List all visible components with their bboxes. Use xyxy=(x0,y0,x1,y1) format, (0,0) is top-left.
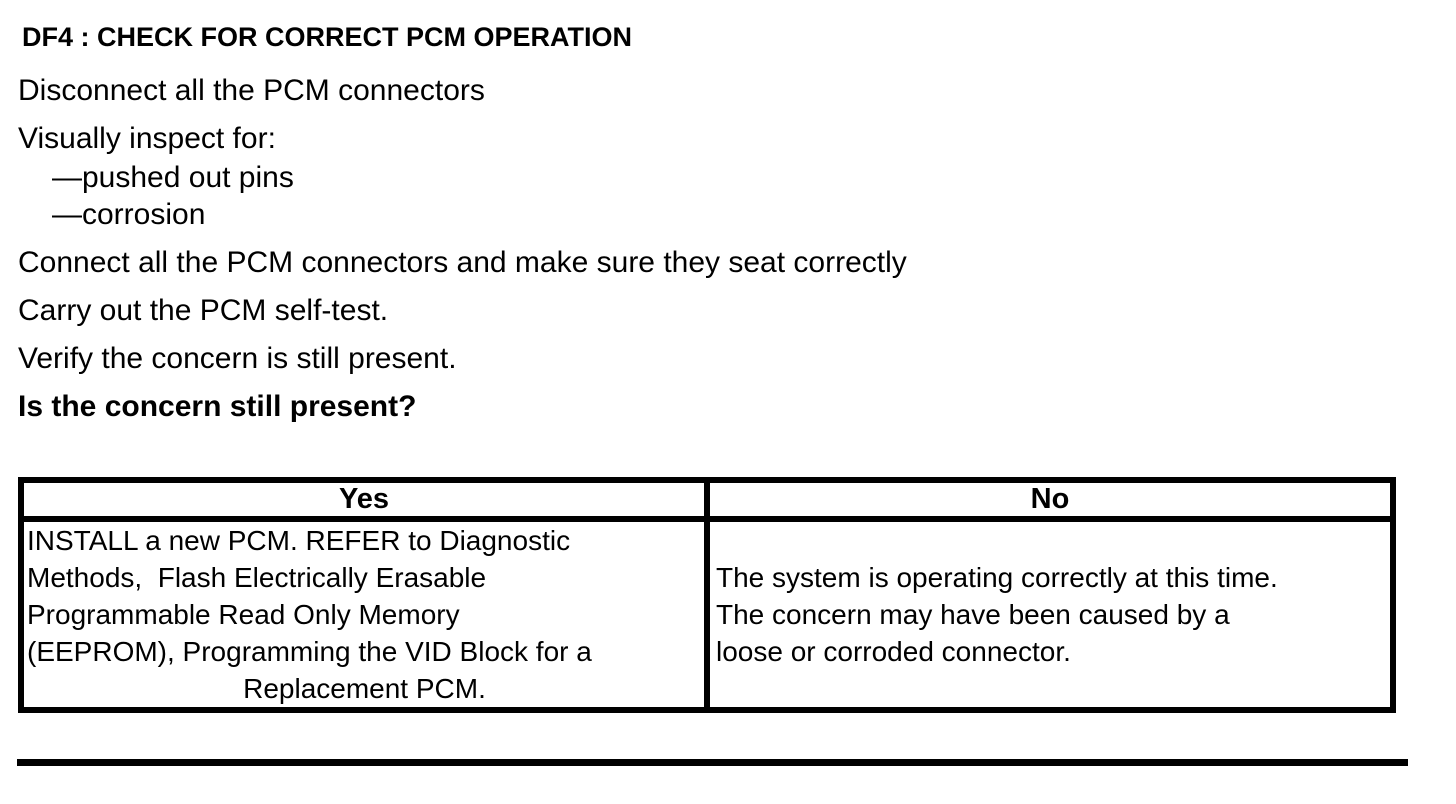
inspect-list: —pushed out pins —corrosion xyxy=(18,159,1456,233)
no-result-cell: The system is operating correctly at thi… xyxy=(704,516,1396,713)
yes-column-header: Yes xyxy=(18,477,710,522)
page-divider-rule xyxy=(17,759,1408,766)
yes-action-cell: INSTALL a new PCM. REFER to Diagnostic M… xyxy=(18,516,710,713)
yes-line: (EEPROM), Programming the VID Block for … xyxy=(27,636,592,667)
decision-table-header-row: Yes No xyxy=(18,477,1396,522)
no-line: The system is operating correctly at thi… xyxy=(716,562,1278,593)
yes-action-text: INSTALL a new PCM. REFER to Diagnostic M… xyxy=(27,522,702,707)
procedure-title: DF4 : CHECK FOR CORRECT PCM OPERATION xyxy=(22,22,633,52)
yes-line: INSTALL a new PCM. REFER to Diagnostic xyxy=(27,525,571,556)
step-verify: Verify the concern is still present. xyxy=(18,342,457,375)
step-selftest: Carry out the PCM self-test. xyxy=(18,294,389,327)
yes-line: Replacement PCM. xyxy=(243,673,486,704)
decision-table: Yes No INSTALL a new PCM. REFER to Diagn… xyxy=(18,477,1396,713)
no-line: loose or corroded connector. xyxy=(716,636,1071,667)
step-connect: Connect all the PCM connectors and make … xyxy=(18,246,907,279)
decision-table-body-row: INSTALL a new PCM. REFER to Diagnostic M… xyxy=(18,516,1396,713)
no-column-header: No xyxy=(704,477,1396,522)
inspect-item-pushed-out-pins: —pushed out pins xyxy=(52,161,294,194)
no-line: The concern may have been caused by a xyxy=(716,599,1230,630)
inspect-item-corrosion: —corrosion xyxy=(52,198,206,231)
no-result-text: The system is operating correctly at thi… xyxy=(716,559,1388,670)
decision-question: Is the concern still present? xyxy=(18,390,417,423)
step-disconnect: Disconnect all the PCM connectors xyxy=(18,74,485,107)
step-inspect: Visually inspect for: xyxy=(18,122,276,155)
yes-line: Programmable Read Only Memory xyxy=(27,599,460,630)
yes-line: Methods, Flash Electrically Erasable xyxy=(27,562,487,593)
